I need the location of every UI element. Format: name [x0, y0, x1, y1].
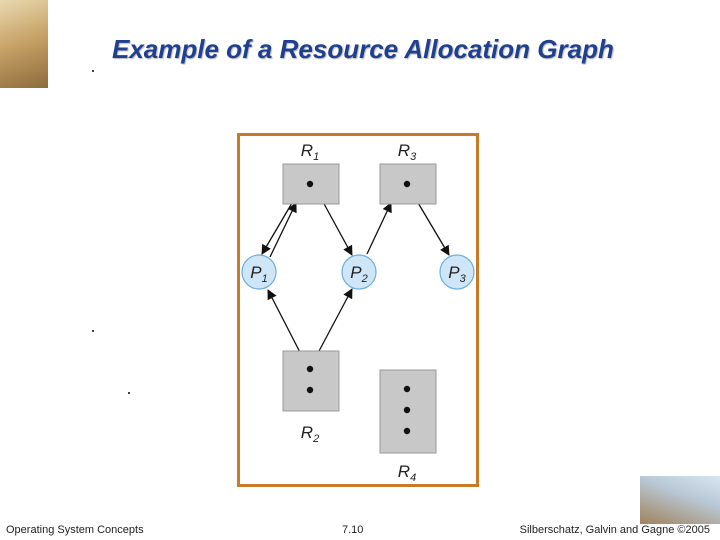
process-label: P	[350, 263, 362, 282]
resource-label: R	[301, 423, 313, 442]
bullet-dot	[92, 330, 94, 332]
resource-instance	[306, 386, 314, 394]
process-p3: P3	[439, 254, 475, 290]
bullet-dot	[92, 70, 94, 72]
footer-copyright: Silberschatz, Galvin and Gagne ©2005	[519, 524, 710, 536]
resource-subscript: 1	[313, 151, 319, 163]
bullet-dot	[128, 392, 130, 394]
resource-allocation-graph: P1 P2 P3 R1 R3 R2 R4	[237, 133, 479, 487]
slide-title: Example of a Resource Allocation Graph	[112, 34, 614, 64]
dinosaur-logo-top-left	[0, 0, 48, 88]
resource-label: R	[301, 141, 313, 160]
resource-instance	[403, 406, 411, 414]
resource-r2	[282, 350, 340, 412]
resource-label-r3: R3	[398, 141, 417, 163]
resource-label-r1: R1	[301, 141, 319, 163]
process-p1: P1	[241, 254, 277, 290]
process-label: P	[448, 263, 460, 282]
resource-label-r4: R4	[398, 462, 416, 484]
dinosaur-logo-bottom-right	[640, 476, 720, 524]
resource-r4	[379, 369, 437, 454]
footer-course-title: Operating System Concepts	[6, 524, 144, 536]
process-subscript: 2	[361, 273, 368, 285]
resource-subscript: 4	[410, 472, 416, 484]
svg-text:P1: P1	[250, 263, 267, 285]
resource-label: R	[398, 462, 410, 481]
edge-p2-r3	[366, 202, 392, 255]
resource-instance	[403, 385, 411, 393]
resource-instance	[403, 427, 411, 435]
resource-instance	[306, 365, 314, 373]
graph-canvas: P1 P2 P3 R1 R3 R2 R4	[241, 141, 475, 484]
edge-p1-r1	[269, 202, 297, 258]
process-subscript: 1	[262, 273, 268, 285]
resource-r1	[282, 163, 340, 205]
edge-r1-p1	[261, 202, 293, 255]
footer-page-number: 7.10	[342, 524, 364, 536]
resource-label: R	[398, 141, 410, 160]
process-label: P	[250, 263, 262, 282]
resource-subscript: 3	[410, 151, 417, 163]
resource-instance	[306, 180, 314, 188]
resource-r3	[379, 163, 437, 205]
process-subscript: 3	[460, 273, 467, 285]
process-p2: P2	[341, 254, 377, 290]
resource-instance	[403, 180, 411, 188]
resource-subscript: 2	[312, 433, 319, 445]
svg-text:P3: P3	[448, 263, 466, 285]
resource-label-r2: R2	[301, 423, 319, 445]
svg-text:P2: P2	[350, 263, 367, 285]
